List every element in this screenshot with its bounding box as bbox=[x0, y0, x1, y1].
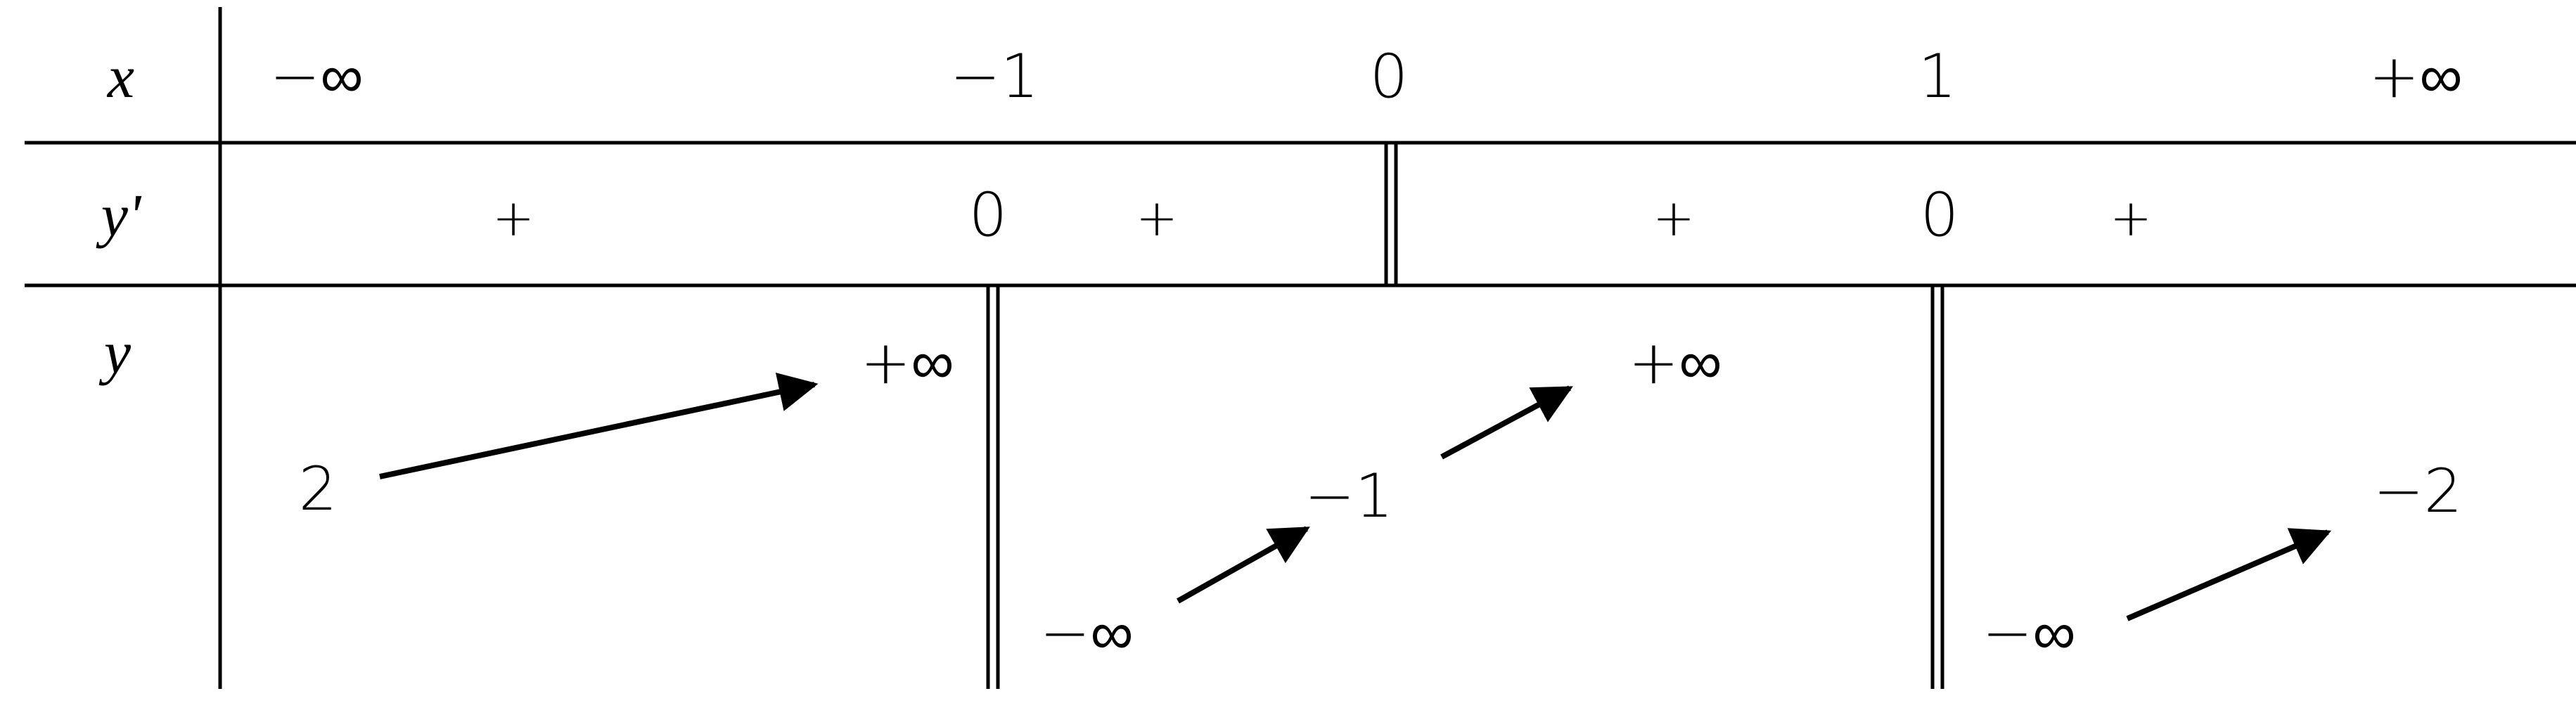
y-value-start: 2 bbox=[299, 454, 338, 524]
sign-plus-2: + bbox=[1136, 188, 1178, 247]
y-value-low-1: −∞ bbox=[1039, 598, 1133, 669]
y-value-low-2: −∞ bbox=[1982, 598, 2075, 669]
row-header-yprime: y' bbox=[96, 181, 142, 249]
double-bar-y-x-minus1 bbox=[986, 285, 1000, 689]
y-value-end: −2 bbox=[2373, 456, 2463, 527]
arrow-increase-3 bbox=[1440, 385, 1573, 460]
x-value-one: 1 bbox=[1918, 41, 1957, 112]
arrow-increase-4 bbox=[2126, 528, 2332, 621]
x-value-neg-infinity: −∞ bbox=[269, 41, 363, 112]
sign-plus-1: + bbox=[492, 188, 534, 247]
row-header-x: x bbox=[106, 43, 134, 110]
arrow-increase-1 bbox=[379, 373, 819, 479]
y-value-mid: −1 bbox=[1305, 461, 1394, 531]
sign-zero-2: 0 bbox=[1921, 180, 1959, 250]
arrow-increase-2 bbox=[1177, 526, 1310, 604]
double-bar-y-x1 bbox=[1930, 285, 1944, 689]
sign-plus-4: + bbox=[2110, 188, 2152, 247]
double-bar-sign-x0 bbox=[1384, 143, 1398, 285]
x-value-pos-infinity: +∞ bbox=[2369, 41, 2462, 112]
x-value-minus-one: −1 bbox=[950, 41, 1039, 112]
x-value-zero: 0 bbox=[1370, 41, 1409, 112]
y-value-peak-1: +∞ bbox=[860, 328, 954, 398]
row-header-y: y bbox=[98, 318, 132, 386]
sign-plus-3: + bbox=[1653, 188, 1695, 247]
y-value-peak-2: +∞ bbox=[1628, 328, 1722, 398]
sign-zero-1: 0 bbox=[969, 180, 1008, 250]
